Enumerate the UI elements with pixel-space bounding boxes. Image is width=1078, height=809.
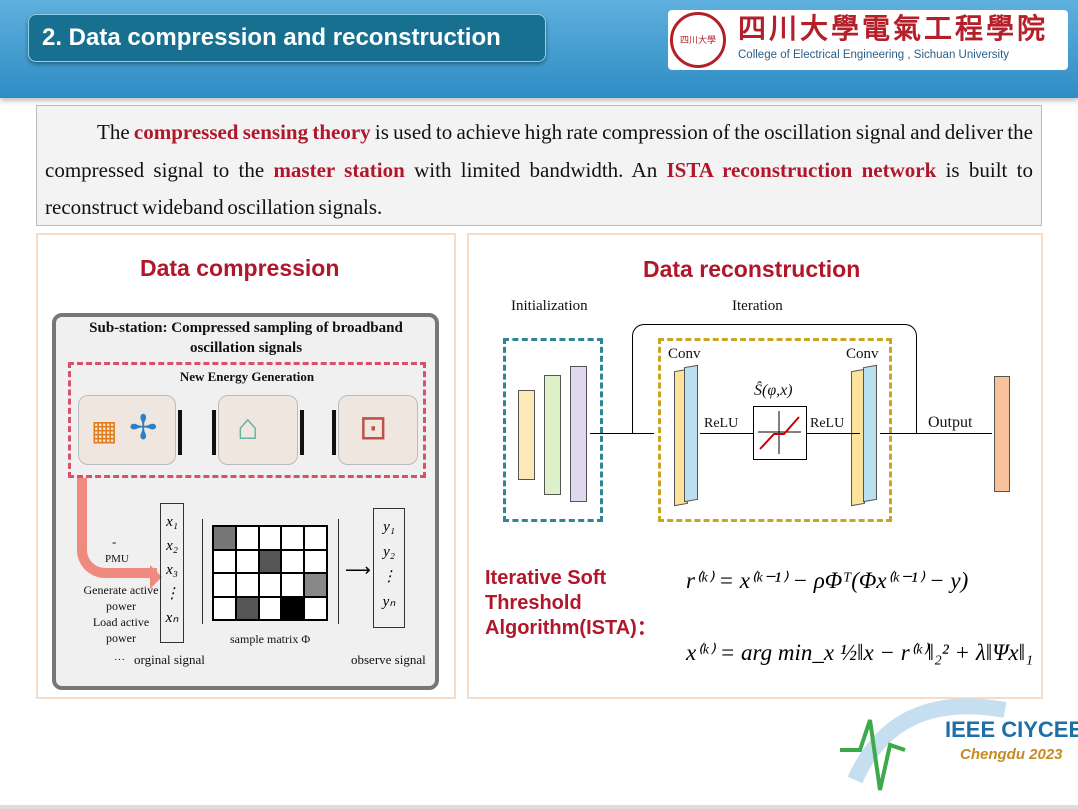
matrix-cell: [281, 596, 305, 620]
matrix-cell: [258, 549, 282, 573]
matrix-cell: [235, 549, 259, 573]
observe-signal-label: observe signal: [351, 652, 426, 667]
layer-block: [518, 390, 535, 480]
matrix-cell: [235, 573, 259, 597]
footer-line: [0, 805, 1078, 809]
original-signal-label: orginal signal: [134, 652, 205, 667]
matrix-cell: [258, 596, 282, 620]
right-arrow-icon: ⟶: [345, 560, 371, 580]
university-name-cn: 四川大學電氣工程學院: [738, 12, 1049, 45]
new-energy-group: [68, 362, 426, 478]
matrix-cell: [304, 596, 327, 620]
matrix-cell: [235, 526, 259, 550]
soft-threshold-label: Ŝ(φ,x): [754, 382, 793, 399]
feedback-loop: [632, 324, 917, 434]
conference-name: IEEE CIYCEE: [945, 717, 1078, 742]
socket-plug-icon: ⊡: [338, 395, 418, 465]
relu-label: ReLU: [704, 416, 739, 431]
matrix-cell: [213, 573, 236, 597]
matrix-cell: [281, 573, 305, 597]
equation-residual: r⁽ᵏ⁾ = x⁽ᵏ⁻¹⁾ − ρΦᵀ(Φx⁽ᵏ⁻¹⁾ − y): [686, 568, 969, 593]
initialization-label: Initialization: [511, 298, 588, 314]
layer-block: [570, 366, 587, 502]
ellipsis: ···: [114, 654, 125, 666]
university-name-en: College of Electrical Engineering , Sich…: [738, 49, 1010, 61]
substation-title: Sub-station: Compressed sampling of broa…: [89, 320, 403, 356]
matrix-label: sample matrix Φ: [230, 632, 311, 646]
matrix-cell: [213, 526, 236, 550]
matrix-cell: [304, 573, 327, 597]
matrix-cell: [258, 526, 282, 550]
output-layer: [994, 376, 1010, 492]
solar-wind-icon: ▦✢: [78, 395, 176, 465]
dash: -: [112, 534, 117, 549]
layer-block: [544, 375, 561, 495]
reconstruction-title: Data reconstruction: [643, 256, 861, 282]
output-arrow: [880, 433, 992, 434]
conference-location: Chengdu 2023: [960, 746, 1063, 763]
conv-layer: [684, 364, 698, 503]
equation-update: x⁽ᵏ⁾ = arg min_x ½‖x − r⁽ᵏ⁾‖₂² + λ‖Ψx‖₁: [686, 640, 1034, 665]
relu-label: ReLU: [810, 416, 845, 431]
matrix-cell: [213, 549, 236, 573]
university-seal-icon: 四川大學: [670, 12, 726, 68]
compression-title: Data compression: [140, 255, 340, 281]
matrix-cell: [281, 549, 305, 573]
conv-layer: [863, 364, 877, 503]
matrix-cell: [304, 549, 327, 573]
arrow-line: [590, 433, 654, 434]
soft-threshold-icon: [753, 406, 807, 460]
iteration-box: [658, 338, 892, 522]
conv-label: Conv: [668, 346, 701, 362]
matrix-cell: [304, 526, 327, 550]
signal-item: Generate active power: [83, 583, 159, 613]
output-label: Output: [928, 414, 973, 431]
power-line-icon: [300, 410, 336, 455]
arrow-head: [150, 565, 162, 589]
intro-text: The compressed sensing theory is used to…: [36, 105, 1042, 226]
conference-logo: IEEE CIYCEE Chengdu 2023: [835, 690, 1078, 800]
conv-label: Conv: [846, 346, 879, 362]
matrix-cell: [281, 526, 305, 550]
pmu-label: PMU: [105, 553, 129, 565]
reconstruction-panel: [467, 233, 1043, 699]
initialization-box: [503, 338, 603, 522]
matrix-cell: [213, 596, 236, 620]
matrix-cell: [258, 573, 282, 597]
flow-arrow: [77, 478, 157, 578]
substation-icon: ⌂: [218, 395, 298, 465]
matrix-brackets: [202, 519, 339, 624]
power-line-icon: [178, 410, 216, 455]
iteration-label: Iteration: [732, 298, 783, 314]
university-logo: [668, 10, 1068, 70]
ista-label: Iterative Soft Threshold Algorithm(ISTA)…: [485, 567, 657, 639]
sample-matrix: [212, 525, 328, 621]
new-energy-label: New Energy Generation: [179, 369, 315, 384]
matrix-cell: [235, 596, 259, 620]
slide-title: 2. Data compression and reconstruction: [28, 14, 546, 62]
signal-item: Load active power: [92, 615, 150, 645]
